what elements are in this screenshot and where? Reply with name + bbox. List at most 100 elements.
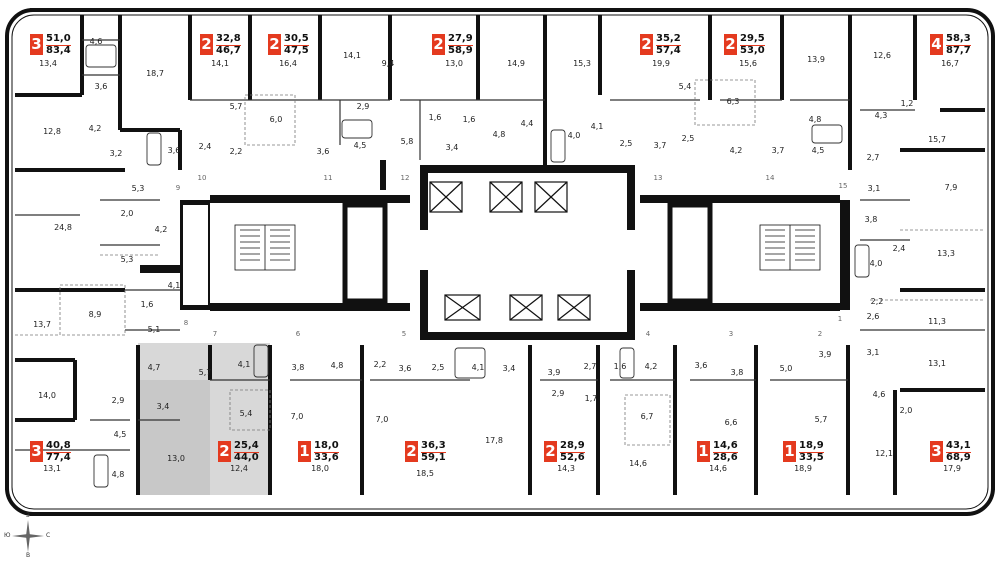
door-number: 6 [295, 330, 301, 338]
living-area: 77,4 [46, 451, 71, 463]
total-area: 51,0 [46, 33, 71, 44]
room-area: 3,1 [867, 184, 881, 193]
room-area: 2,4 [198, 142, 212, 151]
room-area: 6,6 [724, 418, 738, 427]
room-area: 16,4 [279, 59, 297, 68]
room-count: 1 [783, 441, 796, 462]
room-count: 4 [930, 34, 943, 55]
total-area: 18,0 [314, 440, 339, 451]
room-count: 3 [930, 441, 943, 462]
room-area: 1,6 [428, 113, 442, 122]
room-area: 18,0 [311, 464, 329, 473]
room-area: 4,8 [808, 115, 822, 124]
room-area: 6,0 [269, 115, 283, 124]
room-area: 4,4 [520, 119, 534, 128]
room-area: 4,6 [89, 37, 103, 46]
room-area: 3,7 [653, 141, 667, 150]
room-area: 2,2 [870, 297, 884, 306]
room-area: 16,7 [941, 59, 959, 68]
room-area: 5,7 [814, 415, 828, 424]
door-number: 2 [817, 330, 823, 338]
room-area: 17,8 [485, 436, 503, 445]
room-area: 14,6 [709, 464, 727, 473]
total-area: 30,5 [284, 33, 309, 44]
compass-south: В [26, 552, 31, 559]
room-count: 2 [432, 34, 445, 55]
total-area: 58,3 [946, 33, 971, 44]
room-count: 1 [697, 441, 710, 462]
room-area: 9,4 [381, 59, 395, 68]
room-area: 4,8 [330, 361, 344, 370]
door-number: 10 [197, 174, 207, 182]
room-area: 18,7 [146, 69, 164, 78]
room-count: 2 [268, 34, 281, 55]
living-area: 87,7 [946, 44, 971, 56]
total-area: 40,8 [46, 440, 71, 451]
room-area: 3,6 [167, 146, 181, 155]
room-area: 4,8 [492, 130, 506, 139]
room-area: 4,3 [874, 111, 888, 120]
room-area: 4,6 [872, 390, 886, 399]
room-area: 5,4 [239, 409, 253, 418]
room-area: 4,2 [729, 146, 743, 155]
room-area: 4,1 [590, 122, 604, 131]
room-area: 12,4 [230, 464, 248, 473]
room-area: 4,5 [113, 430, 127, 439]
room-area: 24,8 [54, 223, 72, 232]
living-area: 33,5 [799, 451, 824, 463]
room-area: 2,9 [111, 396, 125, 405]
room-area: 3,6 [694, 361, 708, 370]
living-area: 83,4 [46, 44, 71, 56]
room-area: 4,5 [353, 141, 367, 150]
room-area: 19,9 [652, 59, 670, 68]
room-area: 5,3 [120, 255, 134, 264]
door-number: 7 [212, 330, 218, 338]
room-area: 1,6 [462, 115, 476, 124]
total-area: 32,8 [216, 33, 241, 44]
room-area: 7,0 [290, 412, 304, 421]
living-area: 68,9 [946, 451, 971, 463]
living-area: 57,4 [656, 44, 681, 56]
room-area: 1,2 [900, 99, 914, 108]
room-area: 18,9 [794, 464, 812, 473]
room-area: 3,8 [730, 368, 744, 377]
room-area: 4,7 [147, 363, 161, 372]
room-area: 3,6 [94, 82, 108, 91]
room-area: 15,3 [573, 59, 591, 68]
room-area: 4,0 [869, 259, 883, 268]
door-number: 8 [183, 319, 189, 327]
living-area: 33,6 [314, 451, 339, 463]
room-area: 4,8 [111, 470, 125, 479]
room-count: 2 [200, 34, 213, 55]
door-number: 11 [323, 174, 333, 182]
living-area: 28,6 [713, 451, 738, 463]
total-area: 43,1 [946, 440, 971, 451]
room-area: 2,0 [120, 209, 134, 218]
room-area: 4,1 [167, 281, 181, 290]
room-area: 14,6 [629, 459, 647, 468]
room-count: 3 [30, 34, 43, 55]
room-area: 2,5 [681, 134, 695, 143]
total-area: 35,2 [656, 33, 681, 44]
room-area: 3,4 [156, 402, 170, 411]
room-area: 2,9 [551, 389, 565, 398]
room-count: 2 [640, 34, 653, 55]
room-area: 5,8 [400, 137, 414, 146]
room-area: 2,2 [373, 360, 387, 369]
room-area: 2,0 [899, 406, 913, 415]
